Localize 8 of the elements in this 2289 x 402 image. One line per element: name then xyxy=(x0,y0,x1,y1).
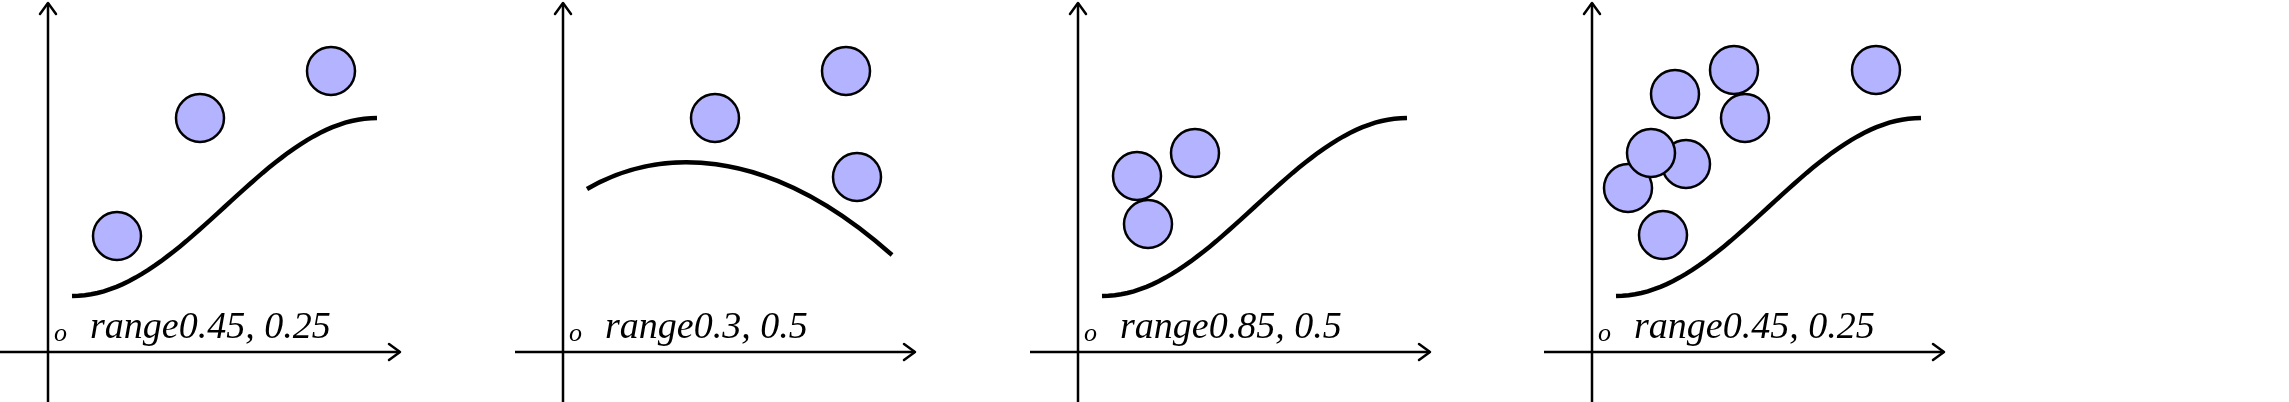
origin-label: o xyxy=(569,318,582,348)
origin-label: o xyxy=(1598,318,1611,348)
math-expression: range0.45, 0.25 xyxy=(90,304,331,348)
math-expression: range0.85, 0.5 xyxy=(1120,304,1342,348)
math-expression: range0.3, 0.5 xyxy=(605,304,808,348)
math-expression: range0.45, 0.25 xyxy=(1634,304,1875,348)
origin-label: o xyxy=(54,318,67,348)
origin-label: o xyxy=(1084,318,1097,348)
